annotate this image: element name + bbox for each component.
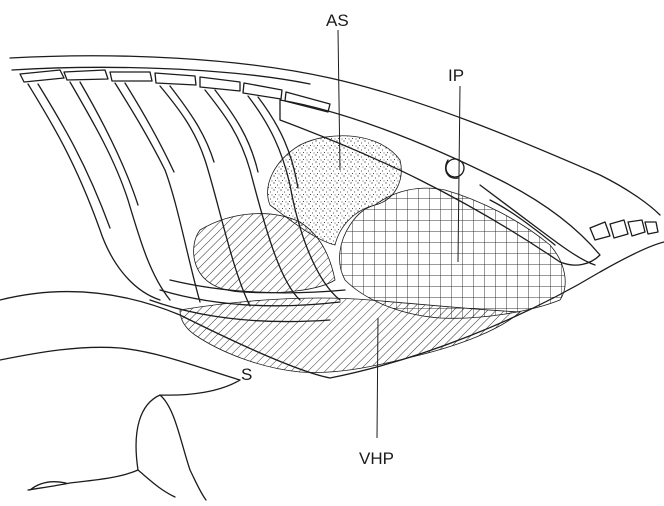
- tail-vertebrae: [590, 220, 658, 240]
- body-outline-leg-back: [0, 347, 240, 380]
- leg-outline: [28, 380, 240, 500]
- label-as: AS: [326, 11, 349, 30]
- label-ip: IP: [448, 66, 464, 85]
- region-ip-crosshatched: [340, 188, 566, 318]
- label-s: S: [241, 365, 252, 384]
- region-vhp-hatched: [180, 298, 520, 373]
- label-vhp: VHP: [359, 449, 394, 468]
